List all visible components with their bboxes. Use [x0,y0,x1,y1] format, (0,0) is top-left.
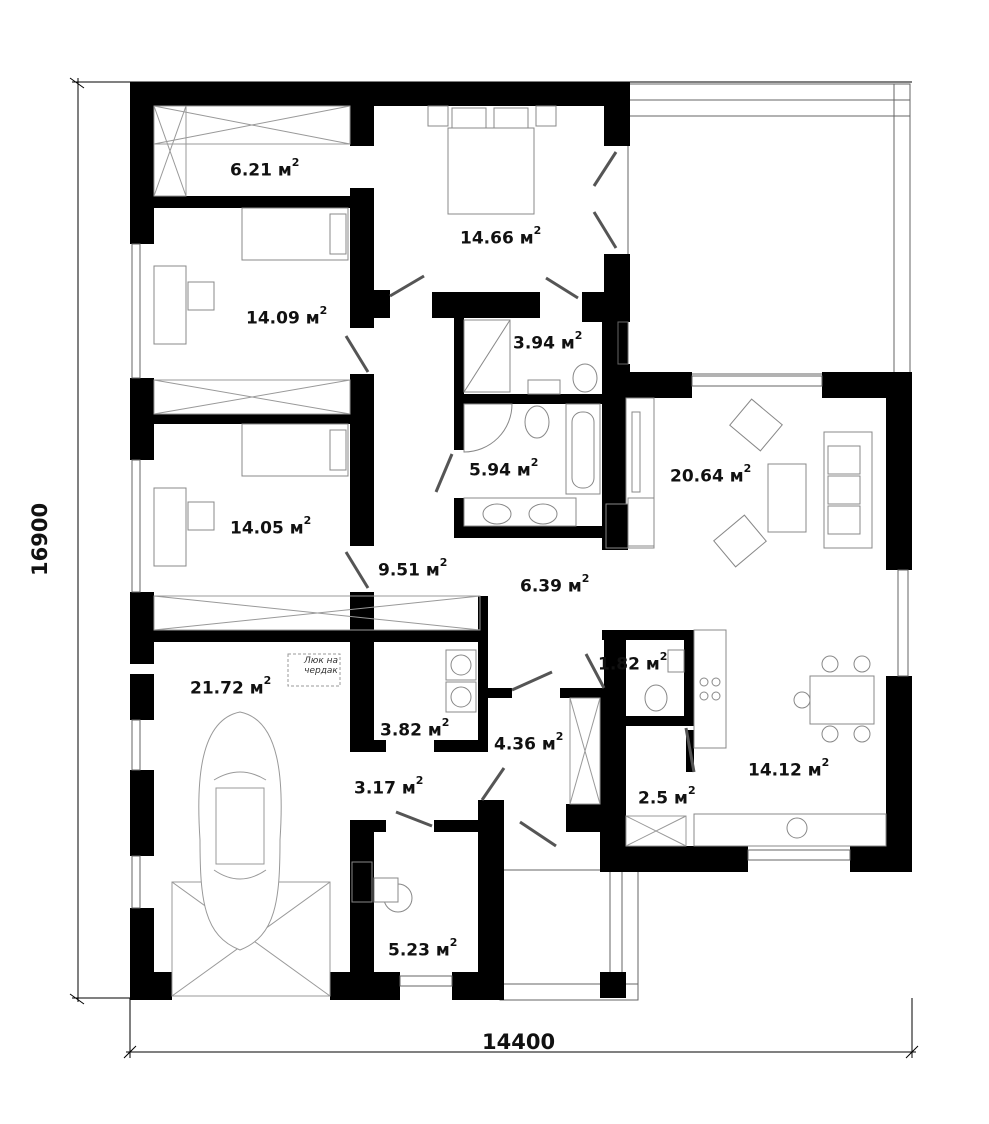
room-area-storage: 6.21 м2 [230,156,300,181]
room-area-bathroom-2: 5.94 м2 [469,456,539,481]
room-area-boiler-room: 5.23 м2 [388,936,458,961]
room-area-laundry: 3.82 м2 [380,716,450,741]
room-area-hall: 6.39 м2 [520,572,590,597]
bedroom-furniture [153,105,557,567]
room-area-living-room: 20.64 м2 [670,462,752,487]
bathroom-fixtures [463,319,685,712]
doors [344,151,696,848]
garage-car [171,653,341,997]
room-area-toilet: 1.82 м2 [598,650,668,675]
room-area-bathroom-1: 3.94 м2 [513,329,583,354]
room-area-garage: 21.72 м2 [190,674,272,699]
dimension-height: 16900 [28,502,52,576]
attic-hatch-label: Люк на чердак [303,656,339,676]
windows [131,243,909,987]
room-area-bedroom-1: 14.09 м2 [246,304,328,329]
wardrobes [153,105,687,847]
utility-fixtures [351,649,477,913]
room-area-corridor: 9.51 м2 [378,556,448,581]
room-area-corridor-2: 3.17 м2 [354,774,424,799]
living-furniture [605,397,887,847]
dimension-width: 14400 [482,1030,556,1054]
room-area-entrance: 4.36 м2 [494,730,564,755]
room-area-pantry: 2.5 м2 [638,784,696,809]
room-area-kitchen-dining: 14.12 м2 [748,756,830,781]
room-area-master-bedroom: 14.66 м2 [460,224,542,249]
room-area-bedroom-2: 14.05 м2 [230,514,312,539]
